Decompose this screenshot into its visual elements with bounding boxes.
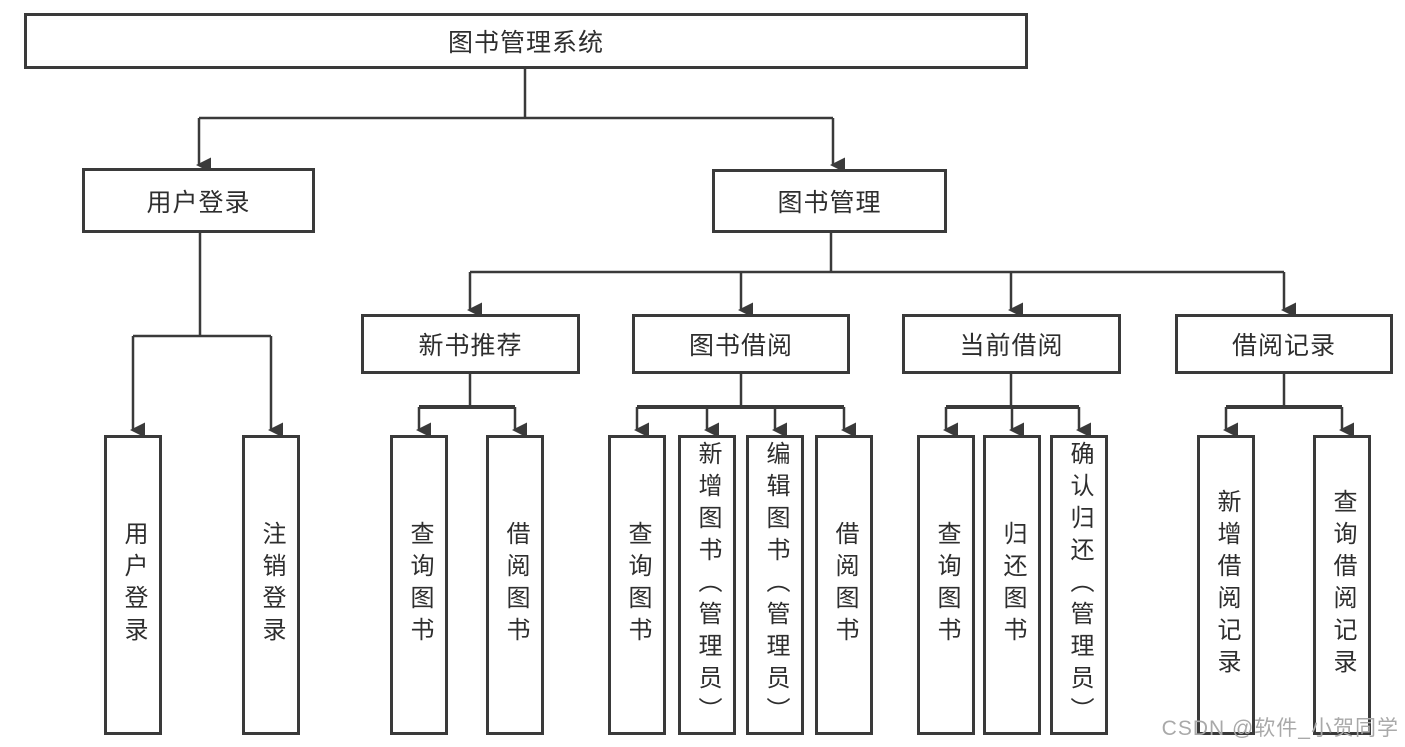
leaf-logout-label: 注销登录 [258, 521, 285, 649]
node-new-book-recommend: 新书推荐 [361, 314, 580, 374]
connector-bookmgmt-stem [470, 233, 1284, 274]
leaf-borrow-books-recommend: 借阅图书 [486, 435, 544, 735]
node-user-login-label: 用户登录 [146, 188, 251, 217]
node-borrow-records-label: 借阅记录 [1231, 332, 1336, 360]
leaf-query-books-borrow-label: 查询图书 [624, 521, 651, 649]
leaf-query-borrow-record: 查询借阅记录 [1313, 435, 1371, 735]
node-user-login: 用户登录 [82, 168, 315, 233]
leaf-user-login-label: 用户登录 [120, 521, 147, 649]
leaf-borrow-books-recommend-label: 借阅图书 [502, 521, 529, 649]
connector-userlogin-stem [133, 233, 271, 338]
leaf-query-books-current: 查询图书 [917, 435, 975, 735]
leaf-confirm-return-admin-label: 确认归还（管理员） [1066, 441, 1093, 729]
leaf-query-books-recommend: 查询图书 [390, 435, 448, 735]
leaf-query-books-borrow: 查询图书 [608, 435, 666, 735]
leaf-confirm-return-admin: 确认归还（管理员） [1050, 435, 1108, 735]
node-current-borrow-label: 当前借阅 [959, 332, 1064, 360]
leaf-query-borrow-record-label: 查询借阅记录 [1329, 489, 1356, 681]
leaf-borrow-books: 借阅图书 [815, 435, 873, 735]
leaf-user-login: 用户登录 [104, 435, 162, 735]
leaf-add-borrow-record: 新增借阅记录 [1197, 435, 1255, 735]
leaf-edit-book-admin-label: 编辑图书（管理员） [762, 441, 789, 729]
leaf-add-book-admin: 新增图书（管理员） [678, 435, 736, 735]
leaf-borrow-books-label: 借阅图书 [831, 521, 858, 649]
node-root-system: 图书管理系统 [24, 13, 1028, 69]
leaf-return-book: 归还图书 [983, 435, 1041, 735]
node-book-management: 图书管理 [712, 169, 947, 233]
leaf-query-books-recommend-label: 查询图书 [406, 521, 433, 649]
node-borrow-records: 借阅记录 [1175, 314, 1393, 374]
node-root-system-label: 图书管理系统 [447, 29, 604, 57]
leaf-query-books-current-label: 查询图书 [933, 521, 960, 649]
node-new-book-recommend-label: 新书推荐 [418, 332, 523, 360]
node-book-management-label: 图书管理 [777, 189, 882, 217]
leaf-return-book-label: 归还图书 [999, 521, 1026, 649]
leaf-add-book-admin-label: 新增图书（管理员） [694, 441, 721, 729]
connector-root-stem [199, 69, 833, 120]
node-book-borrow: 图书借阅 [632, 314, 850, 374]
node-current-borrow: 当前借阅 [902, 314, 1121, 374]
leaf-add-borrow-record-label: 新增借阅记录 [1213, 489, 1240, 681]
leaf-logout: 注销登录 [242, 435, 300, 735]
leaf-edit-book-admin: 编辑图书（管理员） [746, 435, 804, 735]
node-book-borrow-label: 图书借阅 [688, 332, 793, 360]
